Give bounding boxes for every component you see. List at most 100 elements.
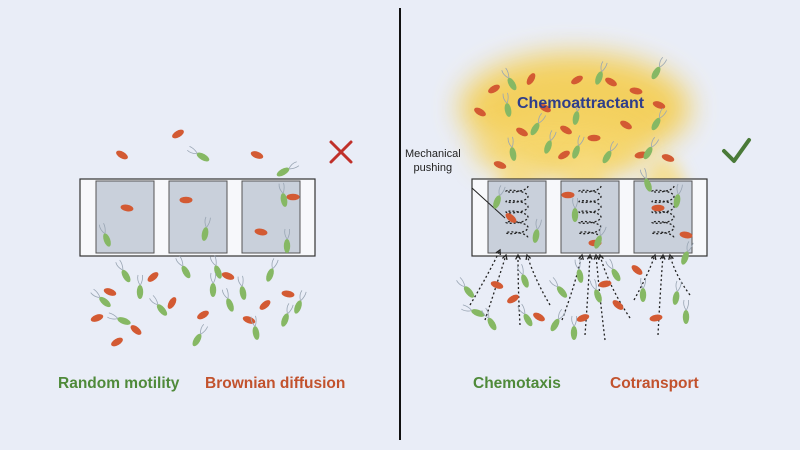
bacterium	[502, 92, 512, 117]
particle	[558, 150, 570, 160]
particle	[652, 101, 666, 109]
mechanical-pushing-pointer	[471, 187, 506, 219]
particle	[629, 87, 643, 95]
bacterium	[456, 277, 475, 298]
bacterium	[266, 258, 279, 282]
particle	[250, 151, 264, 159]
particle	[526, 73, 536, 85]
bacterium	[493, 185, 506, 209]
bacterium	[639, 277, 647, 302]
particle	[620, 120, 632, 130]
chemotaxis-arrow	[657, 254, 664, 336]
chemoattractant-label: Chemoattractant	[517, 95, 645, 112]
bacterium	[294, 290, 307, 314]
particle	[281, 290, 295, 298]
bacterium	[221, 287, 234, 312]
arrow-head	[598, 253, 604, 261]
helical-path	[578, 185, 602, 239]
particle	[587, 134, 601, 142]
chemotaxis-arrow	[469, 249, 501, 306]
particle	[649, 314, 663, 322]
bacterium	[481, 307, 497, 331]
bacterium	[549, 277, 568, 298]
bacterium	[136, 274, 144, 299]
bacterium	[681, 241, 694, 265]
particle	[254, 228, 268, 236]
bacterium	[574, 258, 584, 283]
bacterium	[90, 288, 111, 308]
bacterium	[605, 258, 621, 282]
bacterium	[98, 222, 111, 247]
particle	[516, 127, 528, 137]
particle	[488, 84, 500, 94]
random-motility-label: Random motility	[58, 375, 180, 392]
bacterium	[201, 216, 211, 241]
bacterium	[186, 145, 210, 162]
particle	[539, 103, 551, 113]
arrow-head	[586, 253, 593, 260]
bacteria-layer	[90, 56, 694, 347]
mechanical-pushing-line2: pushing	[413, 162, 453, 174]
particle	[130, 325, 142, 335]
arrow-head	[525, 253, 532, 261]
particle	[111, 337, 123, 347]
bacterium	[639, 167, 652, 192]
particle	[560, 125, 572, 135]
particle	[533, 312, 545, 322]
particle	[259, 300, 271, 310]
particle	[507, 294, 519, 304]
particle	[661, 154, 675, 162]
bacterium	[283, 228, 291, 253]
bacterium	[461, 304, 485, 317]
bacterium	[550, 308, 567, 332]
arrow-head	[515, 253, 521, 260]
bacterium	[651, 107, 668, 131]
bacterium	[516, 263, 529, 288]
mechanical-pushing-line1: Mechanical	[405, 148, 461, 160]
brownian-diffusion-label: Brownian diffusion	[205, 375, 346, 392]
bacterium	[651, 56, 668, 80]
particle	[576, 314, 590, 322]
bacterium	[530, 112, 547, 136]
chemotaxis-label: Chemotaxis	[473, 375, 561, 392]
chemotaxis-arrow	[599, 254, 631, 319]
chemotaxis-arrow	[561, 254, 583, 321]
mechanical-pushing-label: Mechanical pushing	[405, 147, 461, 175]
bacterium	[594, 225, 607, 249]
bacterium	[507, 136, 517, 161]
helical-path	[651, 185, 675, 239]
check-mark-icon	[722, 138, 751, 163]
bacterium	[237, 275, 247, 300]
particle	[221, 272, 235, 280]
bacterium	[570, 315, 578, 340]
bacterium	[517, 303, 533, 327]
bacterium	[532, 218, 542, 243]
bacterium	[572, 135, 585, 159]
cross-mark-icon	[329, 140, 353, 164]
chemotaxis-arrow	[484, 254, 507, 321]
particle	[167, 297, 177, 309]
particles-layer	[90, 73, 693, 347]
particle	[605, 77, 617, 87]
bacterium	[501, 67, 517, 91]
bacterium	[595, 61, 608, 85]
bacterium	[115, 259, 131, 283]
particle	[179, 196, 193, 204]
particle	[474, 107, 486, 117]
particle	[120, 204, 134, 212]
particle	[612, 300, 624, 310]
bacterium	[673, 183, 683, 208]
particle	[172, 129, 184, 139]
arrow-head	[501, 253, 508, 261]
arrow-head	[668, 253, 674, 261]
chemotaxis-arrow	[669, 254, 691, 296]
arrow-head	[650, 253, 657, 261]
helical-paths	[505, 185, 675, 239]
helical-path	[505, 185, 529, 239]
particle	[286, 193, 300, 201]
particle	[505, 213, 517, 223]
bacterium	[643, 136, 660, 160]
bacterium	[209, 254, 222, 279]
bacterium	[589, 278, 602, 303]
